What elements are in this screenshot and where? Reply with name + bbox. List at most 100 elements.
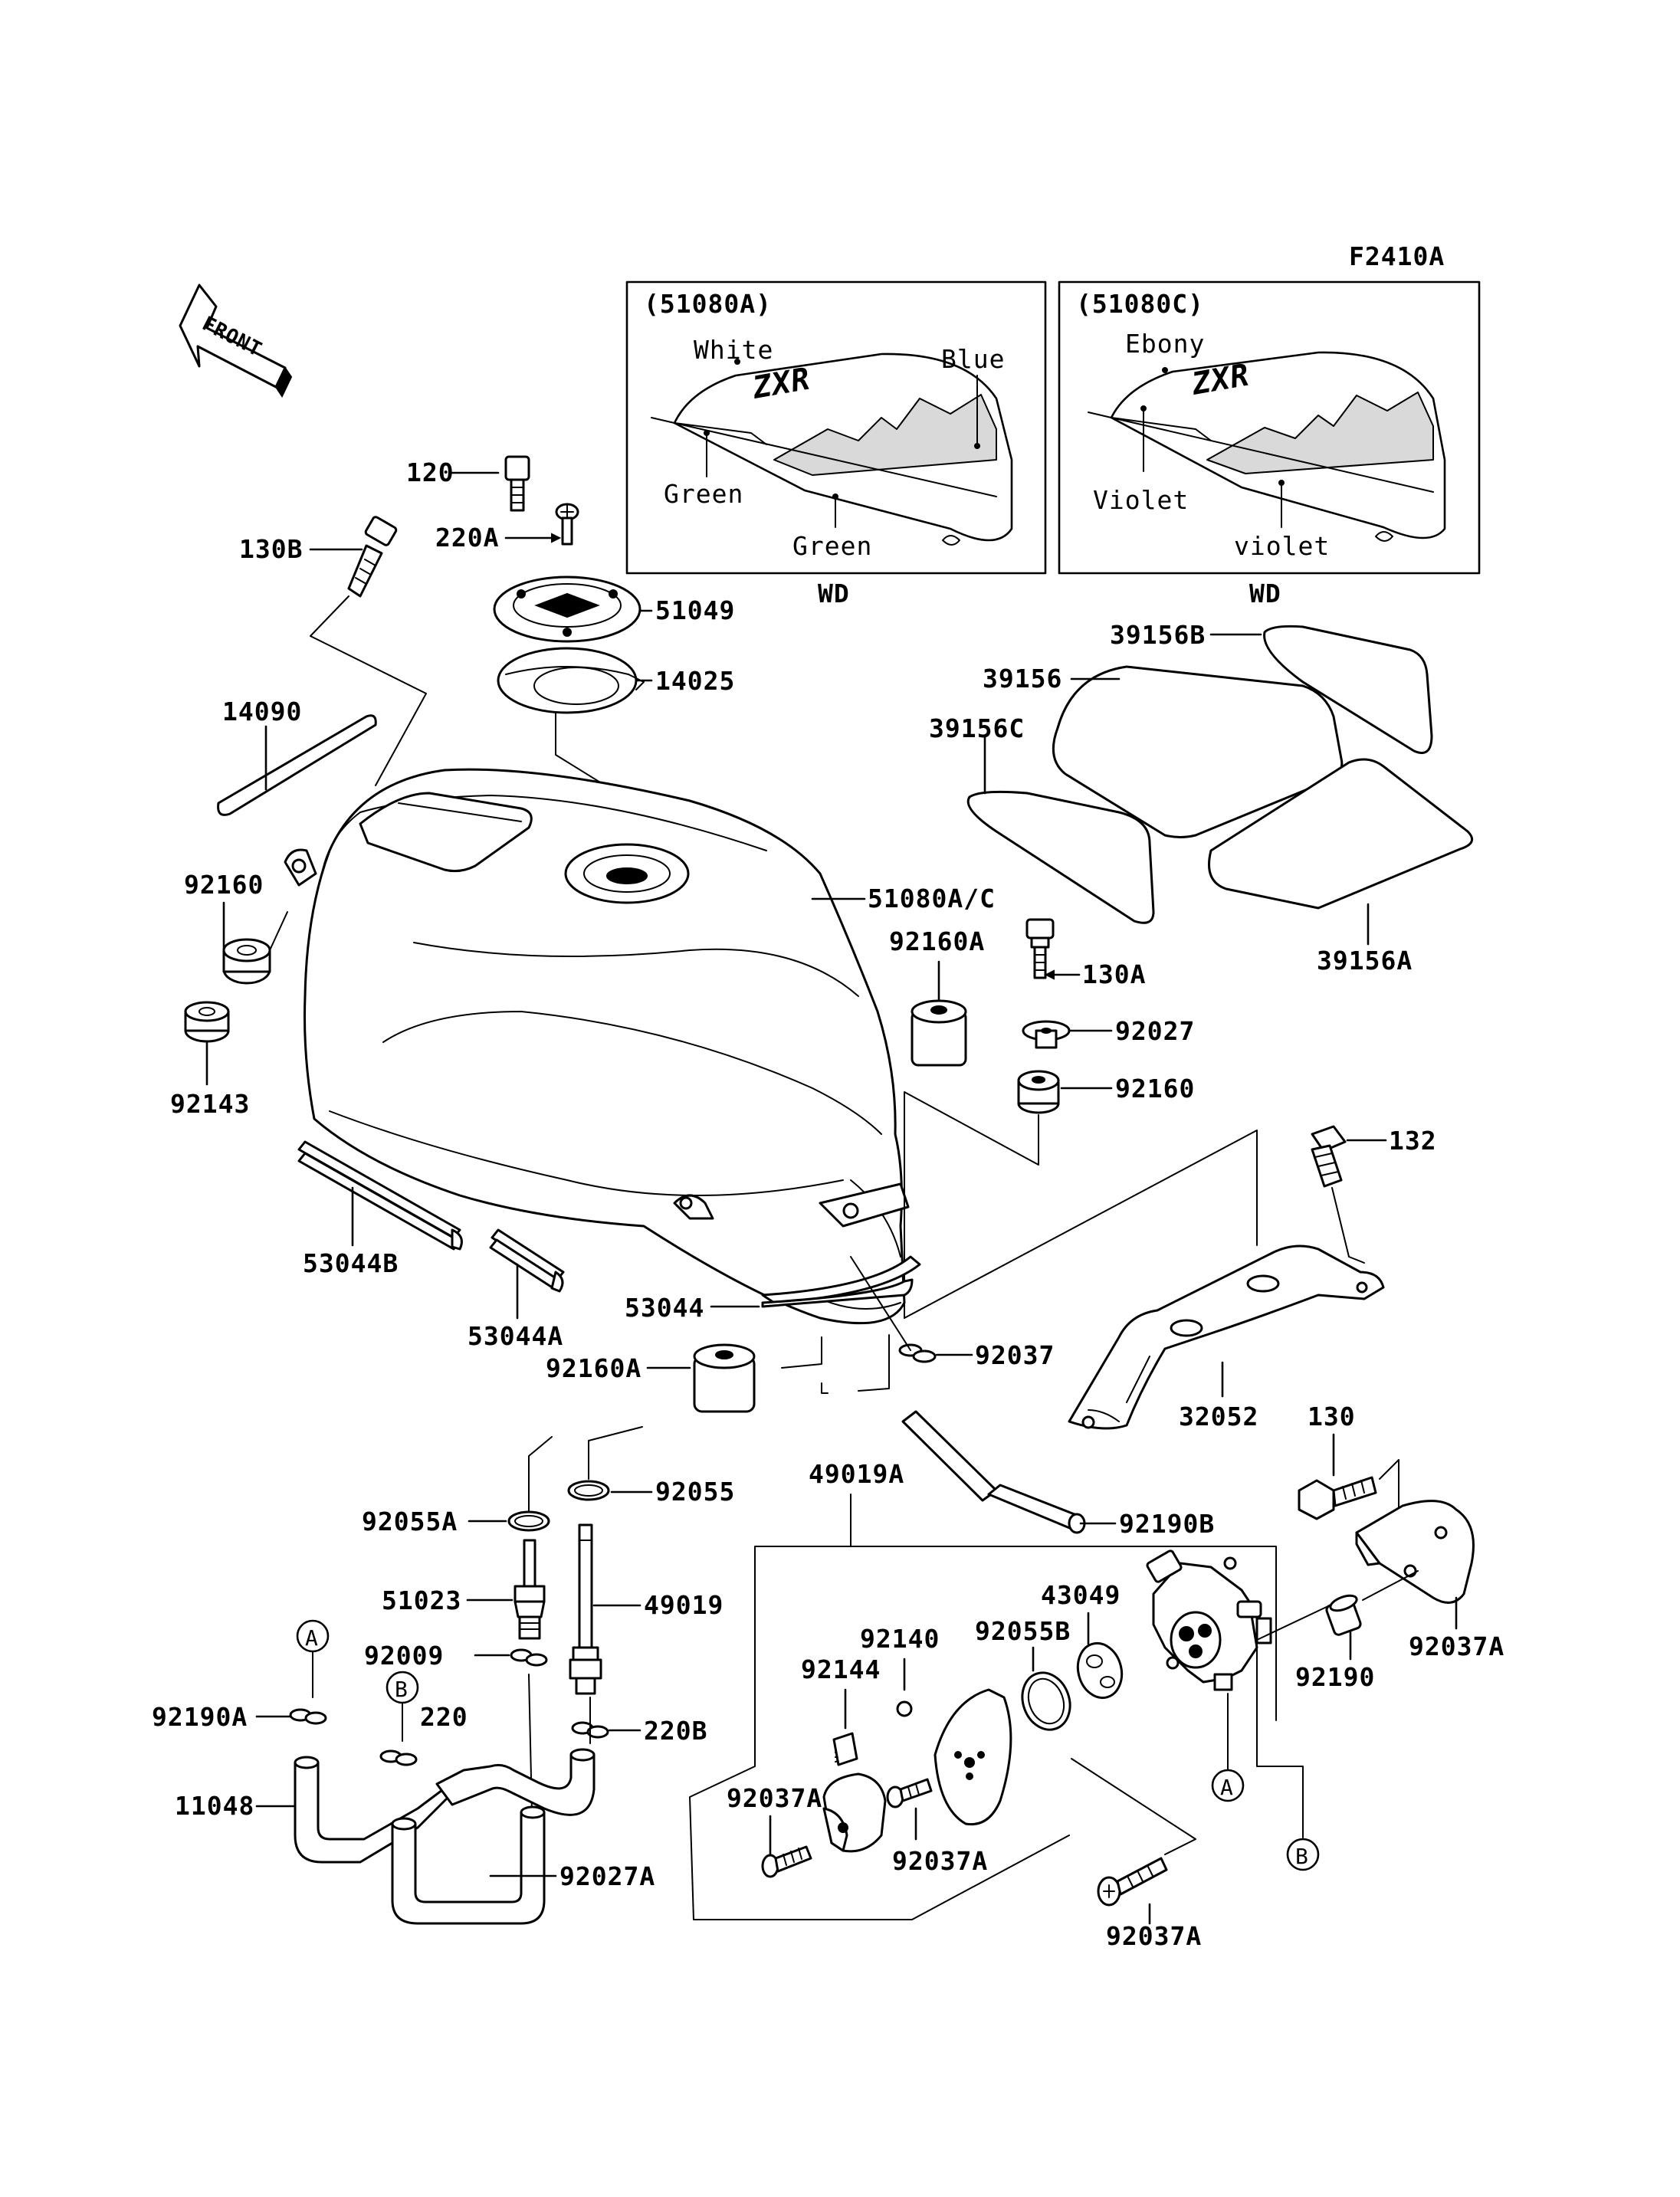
callout-b-right-label: B <box>1295 1844 1309 1869</box>
diaphragm-43049 <box>1076 1641 1124 1700</box>
o-ring-92055b <box>1021 1671 1071 1731</box>
part-label-220b: 92037A <box>1106 1921 1202 1951</box>
part-label-92027a: 92190 <box>1295 1662 1375 1692</box>
bolt-130 <box>1298 1476 1377 1520</box>
callout-a-right-label: A <box>1220 1775 1234 1800</box>
part-label-14090: 14090 <box>222 697 302 726</box>
part-label-92160a-lower: 92160A <box>546 1353 641 1383</box>
fuel-tank-51080 <box>284 768 910 1325</box>
fuel-cap-51049 <box>493 575 641 643</box>
inset-51080a-note: WD <box>818 579 850 608</box>
callout-a-left: A <box>296 1619 330 1653</box>
callout-b-left-label: B <box>395 1677 409 1702</box>
spring-92144 <box>832 1732 858 1766</box>
screw-220 <box>886 1778 933 1808</box>
part-label-92160-right: 92160 <box>1115 1074 1195 1103</box>
part-label-92160a-upper: 92160A <box>889 926 985 956</box>
strip-14090 <box>217 714 377 816</box>
logo-zxr-c: ZXR <box>1189 357 1252 402</box>
spacer-92027a <box>1325 1594 1362 1636</box>
lever-knob <box>822 1772 887 1853</box>
screw-92009 <box>761 1845 812 1878</box>
collar-92027 <box>1022 1020 1071 1049</box>
screw-220a <box>555 503 579 546</box>
part-label-92037a-2: 92009 <box>364 1641 444 1671</box>
decal-color-blue: Blue <box>941 344 1005 374</box>
o-ring-92055 <box>567 1480 610 1501</box>
part-label-92140: 92140 <box>860 1624 940 1654</box>
hose-92190b <box>901 1410 1086 1534</box>
bolt-132 <box>1311 1125 1347 1188</box>
part-label-130a: 130A <box>1082 959 1146 989</box>
part-label-51080ac: 51080A/C <box>868 884 996 913</box>
part-label-53044b: 53044B <box>303 1248 399 1278</box>
figure-code: F2410A <box>1349 241 1445 271</box>
part-label-92055a: 92055A <box>362 1507 458 1536</box>
valve-plate <box>934 1688 1012 1826</box>
part-label-32052: 32052 <box>1179 1402 1258 1431</box>
ball-92140 <box>896 1700 913 1717</box>
strip-53044b <box>297 1140 463 1251</box>
strip-53044a <box>489 1228 565 1293</box>
part-label-39156: 39156 <box>983 664 1062 694</box>
part-label-51049: 51049 <box>655 595 735 625</box>
bolt-130b <box>347 516 398 598</box>
decal-color-white: White <box>694 335 773 365</box>
screw-220b <box>1097 1857 1168 1907</box>
clamp-92037a-2 <box>510 1648 548 1667</box>
decal-color-green-2: Green <box>792 531 872 561</box>
pad-39156a <box>1208 758 1474 910</box>
clamp-92037a-4 <box>571 1721 609 1739</box>
grommet-92160-right <box>1017 1070 1060 1114</box>
fuel-cock-body <box>1146 1549 1272 1691</box>
part-label-132: 132 <box>1389 1126 1437 1156</box>
clamp-92037a-1 <box>289 1708 327 1725</box>
inset-51080a-code: (51080A) <box>644 289 772 319</box>
part-label-39156a: 39156A <box>1317 946 1413 976</box>
bolt-130a <box>1025 918 1055 979</box>
hose-92190 <box>294 1748 596 1864</box>
part-label-92160-left: 92160 <box>184 870 264 900</box>
clamp-92037a-3 <box>379 1749 418 1766</box>
inset-51080c-code: (51080C) <box>1076 289 1204 319</box>
decal-color-violet-2: violet <box>1234 531 1330 561</box>
collar-92143 <box>184 1001 230 1043</box>
part-label-92143: 92143 <box>170 1089 250 1119</box>
part-label-92037a-3: 220 <box>420 1702 468 1732</box>
plate-11048 <box>1355 1500 1475 1604</box>
part-label-39156b: 39156B <box>1110 620 1206 650</box>
o-ring-92055a <box>507 1510 550 1532</box>
hose-92190a <box>391 1805 546 1925</box>
decal-color-violet-1: Violet <box>1093 485 1189 515</box>
part-label-49019: 51023 <box>382 1585 461 1615</box>
bracket-32052 <box>1068 1244 1385 1430</box>
clamp-92037 <box>898 1343 937 1363</box>
part-label-92190a: 92027A <box>559 1861 655 1891</box>
strip-53044 <box>761 1255 921 1308</box>
fitting-49019 <box>514 1539 546 1640</box>
part-label-43049: 43049 <box>1041 1580 1121 1610</box>
part-label-220a: 220A <box>435 523 499 553</box>
inset-51080a: (51080A) ZXR White Blue Green Green WD <box>625 280 1047 608</box>
part-label-92037a-1: 92190A <box>152 1702 248 1732</box>
part-label-92037a-4: 220B <box>644 1716 707 1746</box>
part-label-92055b: 92055B <box>975 1616 1071 1646</box>
inset-51080c-note: WD <box>1249 579 1281 608</box>
part-label-130b: 130B <box>239 534 303 564</box>
part-label-92027: 92027 <box>1115 1016 1195 1046</box>
part-label-92144: 92144 <box>801 1654 881 1684</box>
part-label-92190b: 92190B <box>1119 1509 1215 1539</box>
part-label-53044: 53044 <box>625 1293 704 1323</box>
part-label-53044a: 53044A <box>468 1321 563 1351</box>
pad-39156b <box>1263 625 1433 754</box>
decal-color-ebony: Ebony <box>1125 329 1205 359</box>
part-label-92009: 92037A <box>727 1783 822 1813</box>
tank-decal-view-a: ZXR <box>651 353 1013 546</box>
part-label-92055: 92055 <box>655 1477 735 1507</box>
callout-a-right: A <box>1211 1769 1245 1802</box>
part-label-11048: 92037A <box>1409 1631 1504 1661</box>
grommet-92160-left <box>222 938 271 985</box>
cap-ring-14025 <box>497 647 645 714</box>
damper-92160a-upper <box>911 999 967 1067</box>
